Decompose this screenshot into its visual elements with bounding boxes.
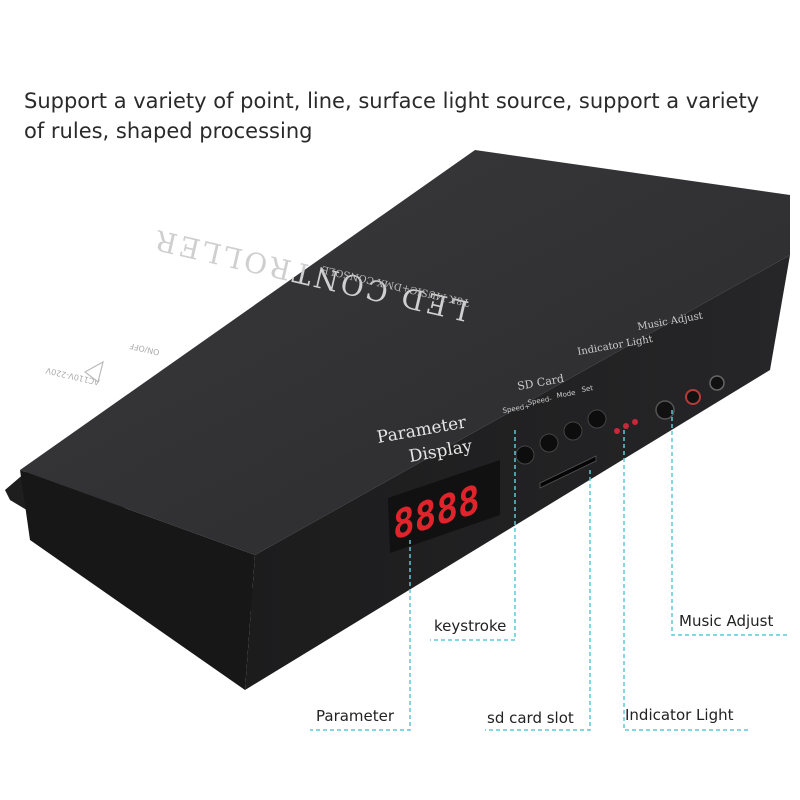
device-side-face xyxy=(20,470,255,690)
power-label: AC110V-220V xyxy=(44,366,100,387)
music-adjust-knob[interactable] xyxy=(655,400,675,420)
music-adjust-callout-line xyxy=(671,410,790,636)
callout-lines xyxy=(310,410,790,731)
device-top-face xyxy=(20,150,790,555)
keystroke-buttons xyxy=(515,409,607,465)
speed-up-button[interactable] xyxy=(515,445,535,465)
warning-triangle-icon xyxy=(83,360,104,384)
device-front-face xyxy=(245,255,790,690)
keystroke-callout-line xyxy=(430,430,516,641)
callout-indicator-light: Indicator Light xyxy=(625,706,734,724)
speed-down-button[interactable] xyxy=(539,433,559,453)
indicator-led-2 xyxy=(623,423,629,429)
headline: Support a variety of point, line, surfac… xyxy=(24,89,760,143)
audio-output-jack[interactable] xyxy=(709,375,725,391)
indicator-callout-line xyxy=(623,430,750,731)
mode-button[interactable] xyxy=(563,421,583,441)
set-button[interactable] xyxy=(587,409,607,429)
callout-music-adjust: Music Adjust xyxy=(679,612,774,630)
on-off-label: ON/OFF xyxy=(128,341,160,357)
indicator-lights xyxy=(614,419,638,434)
button-label-mode: Mode xyxy=(556,389,576,400)
callout-sd-card-slot: sd card slot xyxy=(487,709,574,727)
sd-card-slot[interactable] xyxy=(539,455,597,489)
indicator-led-1 xyxy=(614,428,620,434)
button-label-set: Set xyxy=(581,384,594,394)
parameter-callout-line xyxy=(310,540,411,731)
sd-card-callout-line xyxy=(485,470,591,731)
music-adjust-controls xyxy=(655,375,725,420)
audio-input-jack[interactable] xyxy=(685,389,701,405)
callout-parameter: Parameter xyxy=(316,707,395,725)
indicator-led-3 xyxy=(632,419,638,425)
callout-keystroke: keystroke xyxy=(434,617,507,635)
